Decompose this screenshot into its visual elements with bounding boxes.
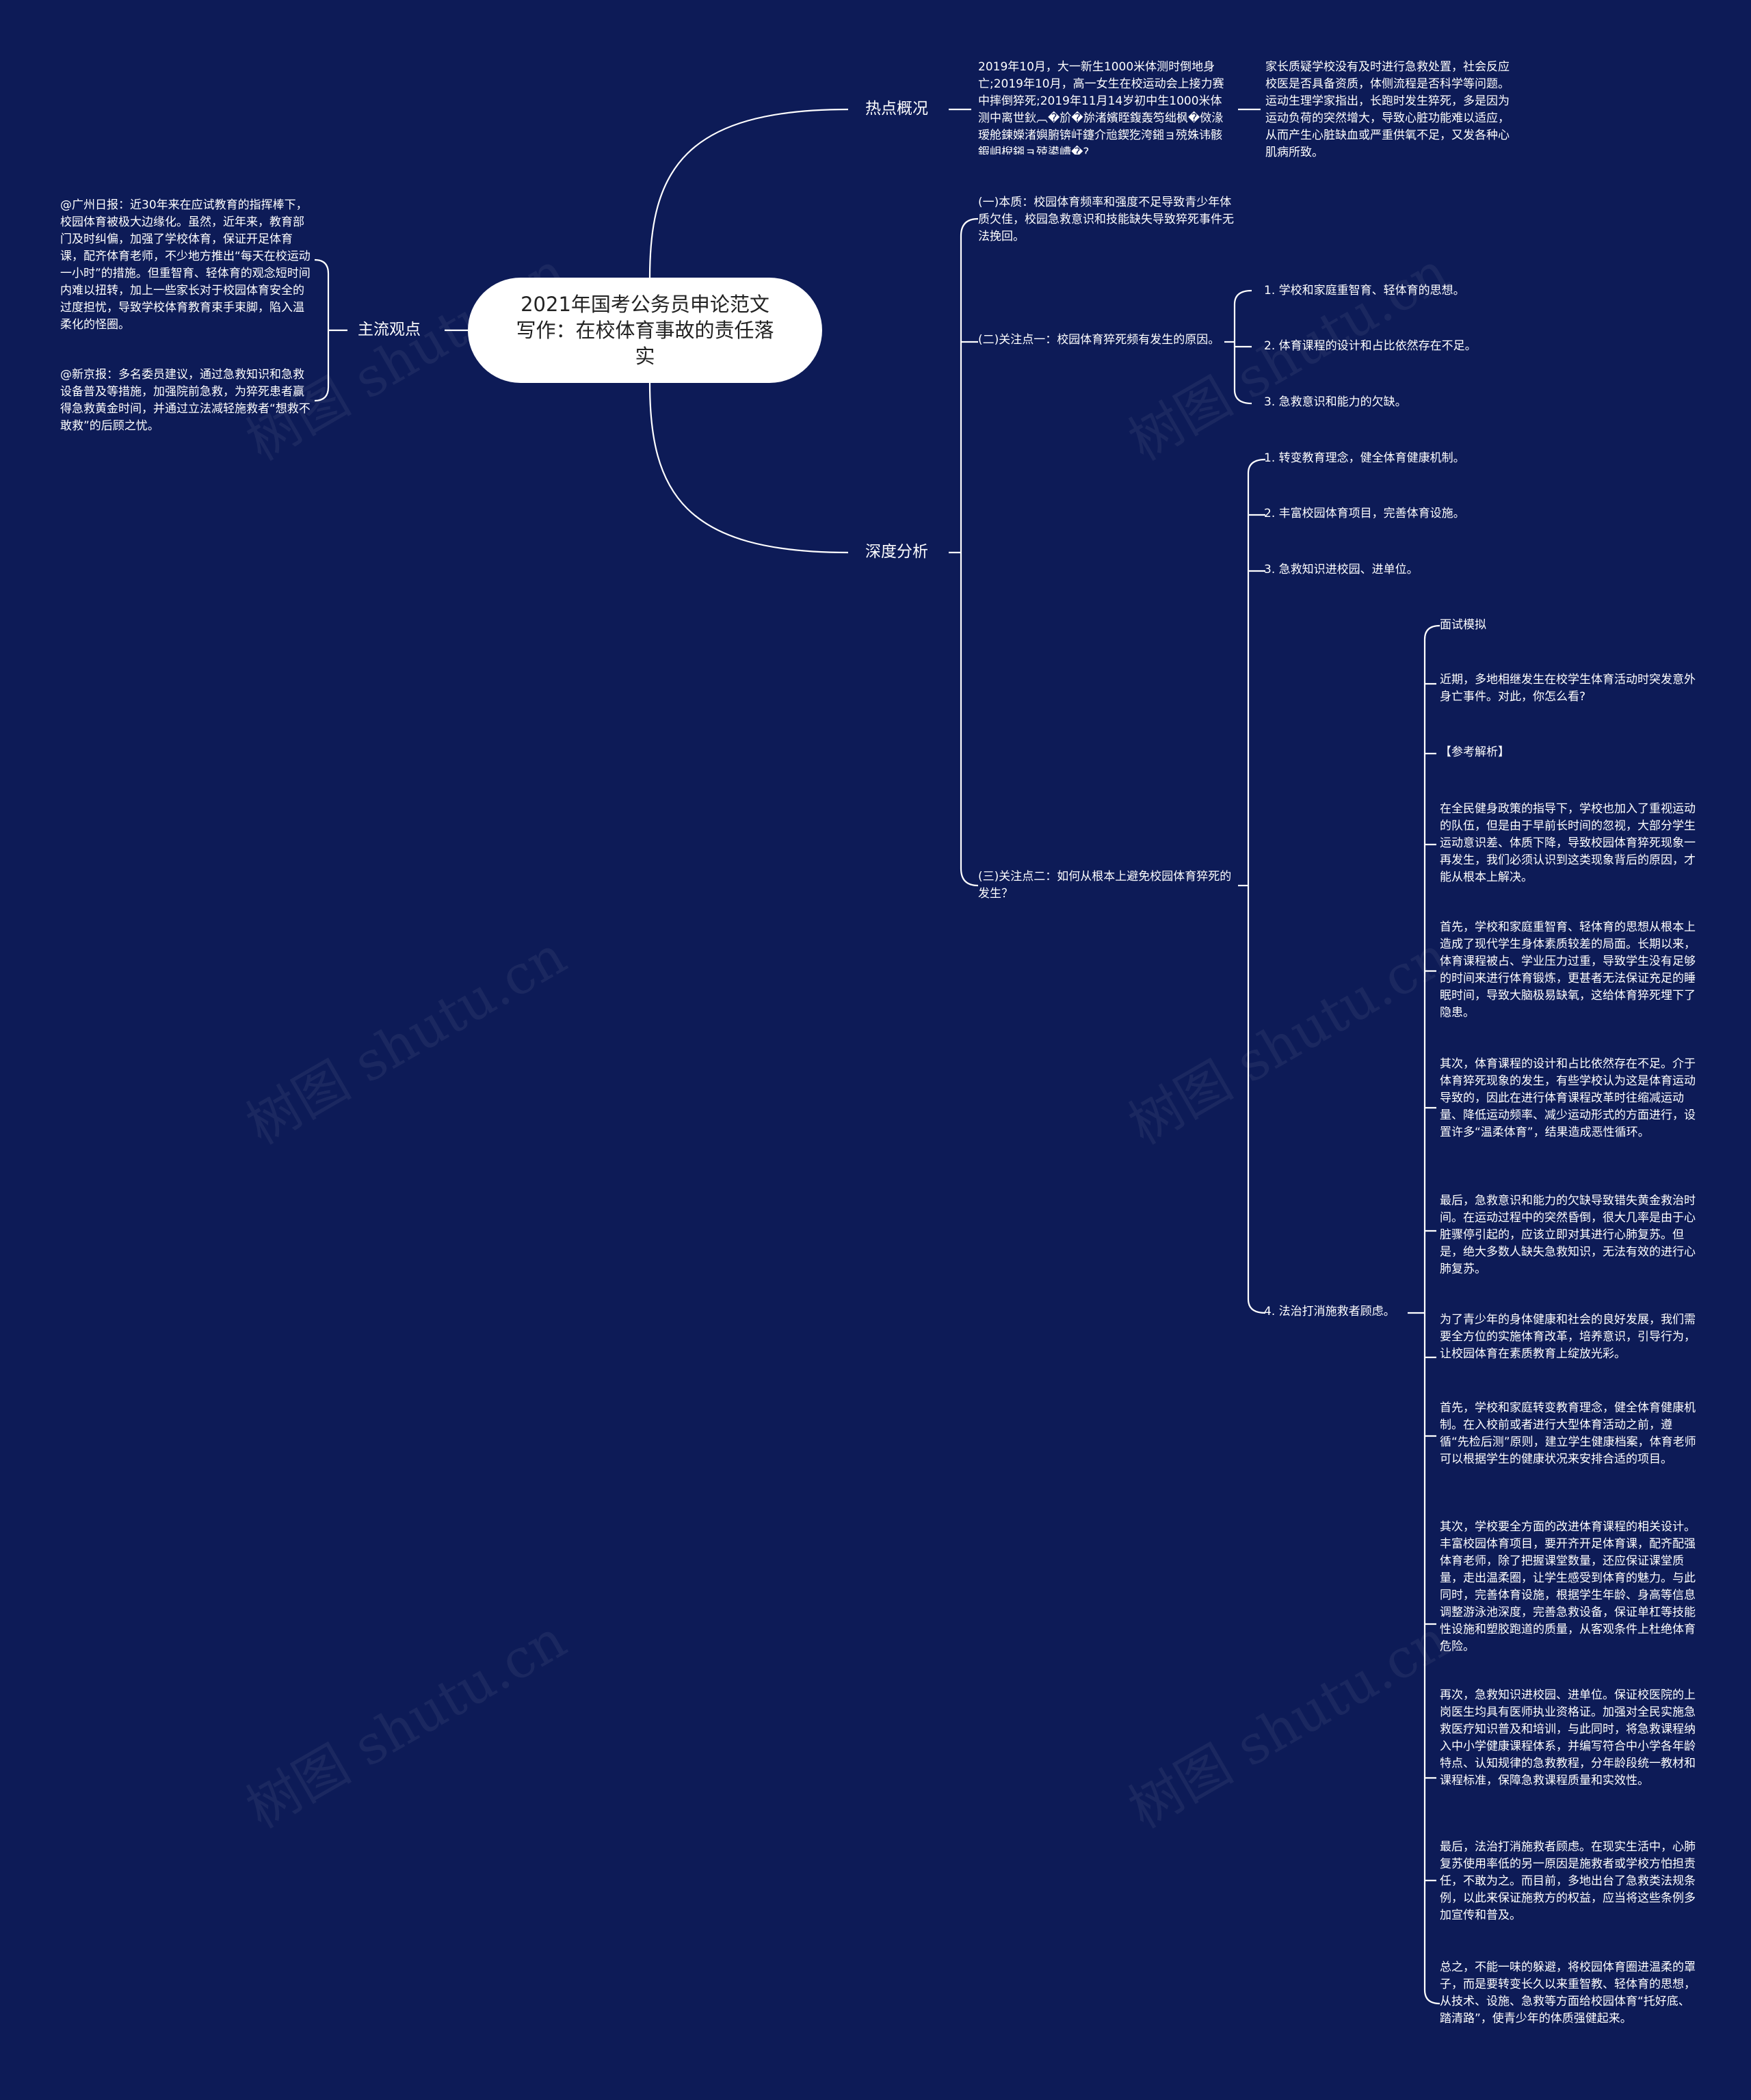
branch-analysis[interactable]: 深度分析 [865, 543, 928, 561]
interview-item[interactable]: 总之，不能一味的躲避，将校园体育圈进温柔的罩子，而是要转变长久以来重智教、轻体育… [1440, 1961, 1696, 2025]
interview-item[interactable]: 面试模拟 [1440, 618, 1486, 632]
interview-item[interactable]: 再次，急救知识进校园、进单位。保证校医院的上岗医生均具有医师执业资格证。加强对全… [1440, 1688, 1696, 1787]
interview-item[interactable]: 在全民健身政策的指导下，学校也加入了重视运动的队伍，但是由于早前长时间的忽视，大… [1440, 802, 1696, 884]
analysis-focus1[interactable]: (二)关注点一：校园体育猝死频有发生的原因。 [978, 333, 1220, 347]
interview-item[interactable]: 其次，体育课程的设计和占比依然存在不足。介于体育猝死现象的发生，有些学校认为这是… [1440, 1057, 1696, 1139]
connector-root-analysis [648, 382, 849, 554]
root-node[interactable]: 2021年国考公务员申论范文写作：在校体育事故的责任落实 [468, 278, 822, 383]
measure-item[interactable]: 1. 转变教育理念，健全体育健康机制。 [1264, 451, 1465, 465]
analysis-focus2[interactable]: (三)关注点二：如何从根本上避免校园体育猝死的发生？ [978, 870, 1232, 901]
hotspot-parents[interactable]: 家长质疑学校没有及时进行急救处置，社会反应校医是否具备资质，体侧流程是否科学等问… [1265, 60, 1510, 159]
reason-item[interactable]: 2. 体育课程的设计和占比依然存在不足。 [1264, 339, 1477, 353]
interview-item[interactable]: 近期，多地相继发生在校学生体育活动时突发意外身亡事件。对此，你怎么看? [1440, 673, 1696, 704]
measure-item[interactable]: 2. 丰富校园体育项目，完善体育设施。 [1264, 507, 1465, 520]
measure-item[interactable]: 4. 法治打消施救者顾虑。 [1264, 1305, 1395, 1318]
root-title: 2021年国考公务员申论范文写作：在校体育事故的责任落实 [516, 293, 774, 368]
interview-item[interactable]: 最后，法治打消施救者顾虑。在现实生活中，心肺复苏使用率低的另一原因是施救者或学校… [1440, 1840, 1696, 1922]
measure-item[interactable]: 3. 急救知识进校园、进单位。 [1264, 563, 1419, 576]
interview-item[interactable]: 首先，学校和家庭重智育、轻体育的思想从根本上造成了现代学生身体素质较差的局面。长… [1440, 920, 1696, 1020]
interview-item[interactable]: 为了青少年的身体健康和社会的良好发展，我们需要全方位的实施体育改革，培养意识，引… [1440, 1313, 1696, 1361]
interview-item[interactable]: 【参考解析】 [1440, 745, 1510, 759]
branch-mainview[interactable]: 主流观点 [358, 321, 421, 338]
mainview-xinjing[interactable]: @新京报：多名委员建议，通过急救知识和急救设备普及等措施，加强院前急救，为猝死患… [60, 368, 311, 433]
analysis-essence[interactable]: (一)本质：校园体育频率和强度不足导致青少年体质欠佳，校园急救意识和技能缺失导致… [978, 196, 1234, 243]
interview-item[interactable]: 最后，急救意识和能力的欠缺导致错失黄金救治时间。在运动过程中的突然昏倒，很大几率… [1440, 1194, 1696, 1276]
reason-item[interactable]: 3. 急救意识和能力的欠缺。 [1264, 395, 1407, 409]
mainview-guangzhou[interactable]: @广州日报：近30年来在应试教育的指挥棒下，校园体育被极大边缘化。虽然，近年来，… [60, 198, 311, 332]
interview-item[interactable]: 首先，学校和家庭转变教育理念，健全体育健康机制。在入校前或者进行大型体育活动之前… [1440, 1401, 1696, 1466]
branch-hotspot[interactable]: 热点概况 [865, 100, 928, 118]
reason-item[interactable]: 1. 学校和家庭重智育、轻体育的思想。 [1264, 284, 1465, 297]
connector-root-hotspot [648, 108, 849, 278]
hotspot-events[interactable]: 2019年10月，大一新生1000米体测时倒地身亡;2019年10月，高一女生在… [978, 60, 1224, 155]
interview-item[interactable]: 其次，学校要全方面的改进体育课程的相关设计。丰富校园体育项目，要开齐开足体育课，… [1440, 1520, 1696, 1653]
